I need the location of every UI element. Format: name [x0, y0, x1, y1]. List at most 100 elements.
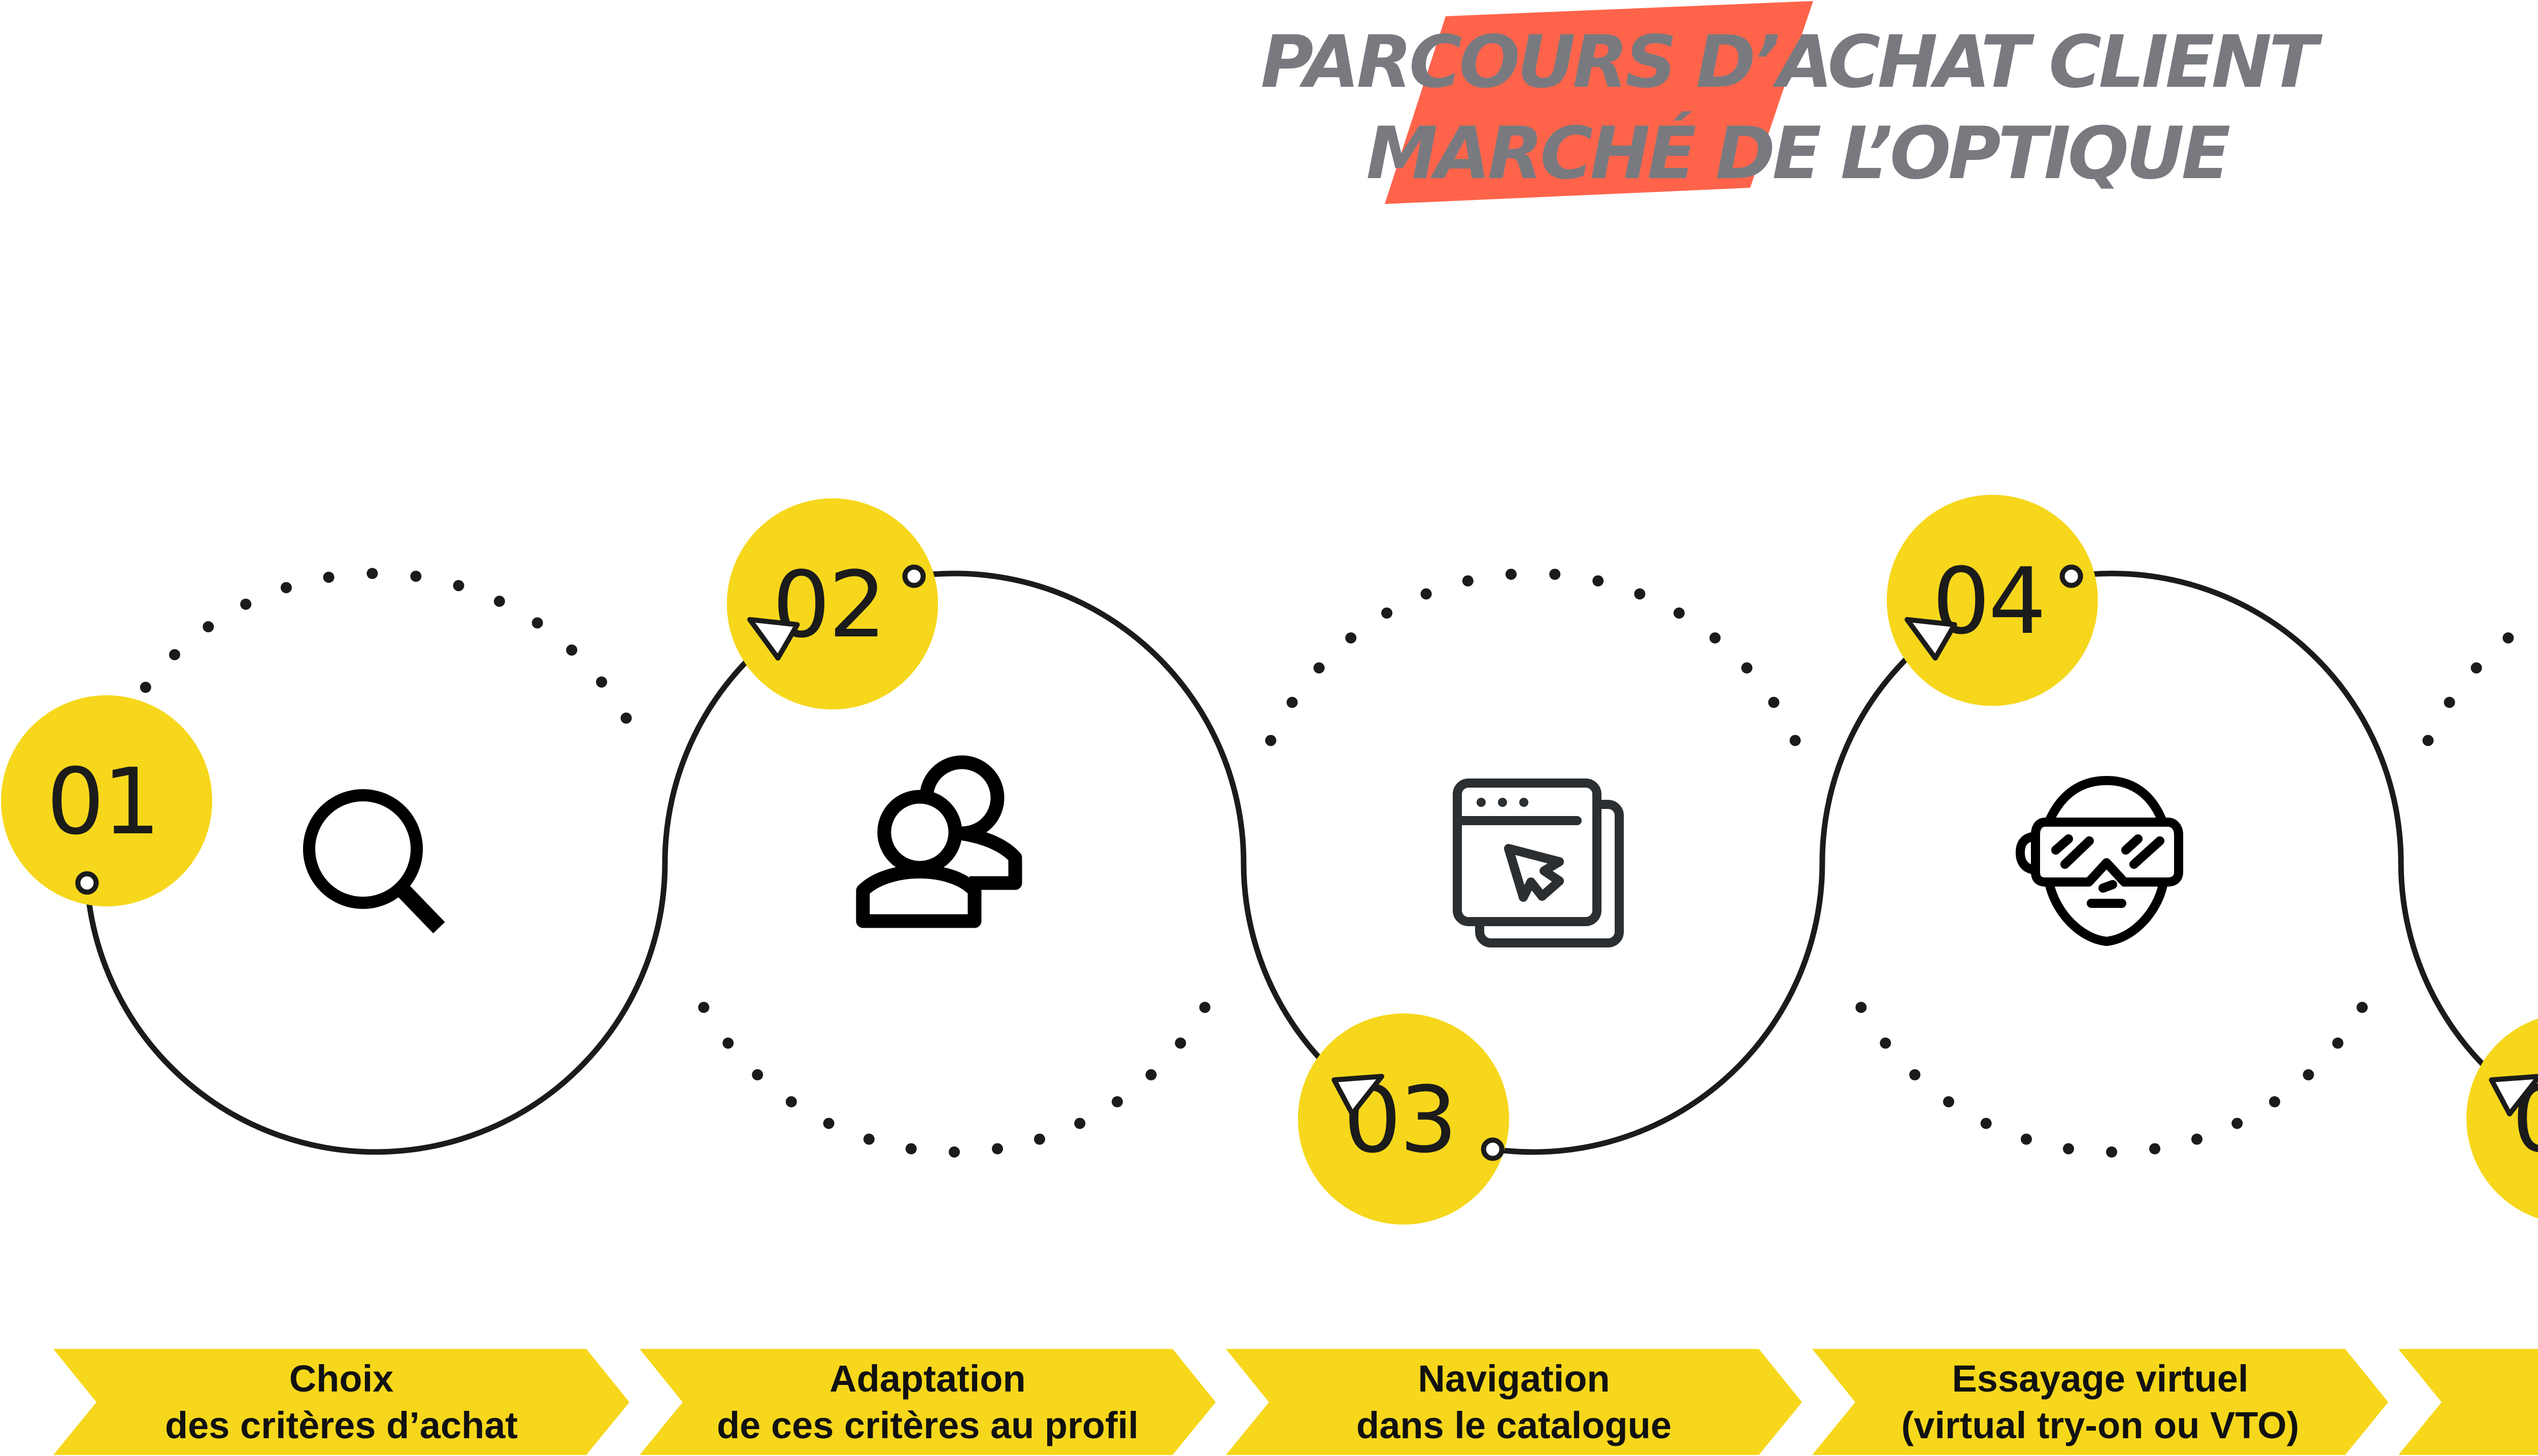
title-line-2: MARCHÉ DE L’OPTIQUE [1366, 112, 2231, 195]
step-badge-circle [1298, 1013, 1509, 1225]
step-label-line1: Choix [289, 1357, 394, 1400]
step-number: 04 [1932, 549, 2044, 655]
connector-dot [75, 871, 99, 895]
step-chevron [53, 1349, 629, 1455]
dotted-arc-dot [1943, 1096, 1954, 1107]
dotted-arc-dot [2444, 697, 2455, 708]
dotted-arc-dot [2231, 1118, 2243, 1129]
arrowhead-icon [1331, 1074, 1385, 1116]
dotted-arc-dot [2106, 1146, 2117, 1158]
journey-path-segment [913, 570, 1247, 863]
step-chevron [1812, 1349, 2388, 1455]
step-icons [303, 755, 2183, 947]
dotted-arc-dot [169, 649, 180, 660]
search-icon [303, 789, 445, 934]
step-label-chevrons [53, 1349, 2538, 1455]
dotted-arc-dot [1634, 588, 1646, 600]
dotted-arc-dot [949, 1146, 960, 1158]
dotted-arc-dot [1034, 1133, 1045, 1145]
dotted-arc-dot [2332, 1037, 2344, 1049]
dotted-arc-dot [1313, 662, 1325, 674]
dotted-arc-dot [596, 676, 608, 688]
arrowhead-shape [1331, 1074, 1385, 1116]
step-chevron [640, 1349, 1216, 1455]
dotted-arc-dot [410, 570, 422, 582]
arrowhead-icon [747, 617, 800, 661]
dotted-arc-dot [1112, 1096, 1123, 1107]
dotted-arc-dot [992, 1143, 1003, 1155]
step-label-line1: Navigation [1418, 1357, 1610, 1400]
dotted-arc-dot [1381, 607, 1393, 619]
journey-path-segment [2071, 570, 2404, 863]
dotted-arc-dot [566, 644, 578, 656]
dotted-arc-dot [453, 580, 464, 591]
journey-path-segment [84, 862, 668, 1155]
dotted-arc-dot [1980, 1118, 1992, 1129]
dotted-arc-dot [366, 568, 378, 579]
step-badge: 01 [1, 695, 212, 906]
step-badge: 03 [1298, 1013, 1509, 1225]
title-line-1: PARCOURS D’ACHAT CLIENT [1260, 20, 2318, 104]
dotted-arc-dot [1741, 662, 1753, 674]
dotted-arc-dot [752, 1069, 763, 1080]
dotted-arc-dot [2191, 1133, 2202, 1145]
arrowhead-shape [2489, 1074, 2538, 1116]
dotted-arc-dot [1709, 632, 1721, 644]
dotted-arc-dot [2502, 632, 2514, 644]
arrowhead-shape [1905, 617, 1957, 661]
connector-dot [902, 564, 926, 588]
dotted-arc-dot [2356, 1002, 2368, 1013]
users-icon [856, 755, 1022, 928]
dotted-arc-dot [1074, 1118, 1086, 1129]
dotted-arc-dot [823, 1118, 834, 1129]
arrowhead-shape [747, 617, 800, 661]
step-label: Essayage virtuel(virtual try-on ou VTO) [1855, 1349, 2345, 1455]
dotted-arc-dot [1199, 1002, 1211, 1013]
title-banner [1385, 1, 1813, 204]
dotted-arc-dot [1175, 1037, 1186, 1049]
dotted-arc-dot [1592, 575, 1604, 587]
dotted-arc-dot [1855, 1002, 1867, 1013]
connector-dot [1481, 1137, 1505, 1161]
dotted-arc-dot [1880, 1037, 1891, 1049]
dotted-arc-dot [1286, 697, 1298, 708]
dotted-arc-dot [2470, 662, 2482, 674]
step-label-line2: dans le catalogue [1356, 1404, 1672, 1446]
dotted-arc-dot [906, 1143, 917, 1155]
dotted-arcs [98, 568, 2514, 1158]
dotted-arc-dot [493, 595, 505, 607]
dotted-arc-dot [698, 1002, 710, 1013]
dotted-arc-dot [2149, 1143, 2160, 1155]
step-badge: 02 [727, 498, 938, 709]
dotted-arc-dot [2269, 1096, 2281, 1107]
dotted-arc-dot [531, 617, 543, 629]
dotted-arc-dot [1768, 697, 1780, 708]
dotted-arc-dot [2302, 1069, 2314, 1080]
dotted-arc-dot [1789, 735, 1801, 747]
step-label-line2: (virtual try-on ou VTO) [1901, 1404, 2299, 1446]
arrowhead-icon [2489, 1074, 2538, 1116]
journey-path [84, 570, 2514, 1155]
step-number: 01 [46, 749, 158, 855]
arrowhead-icon [1905, 617, 1957, 661]
step-label-line2: des critères d’achat [164, 1404, 518, 1446]
browser-cursor-icon [1453, 778, 1624, 947]
dotted-arc-dot [323, 571, 335, 583]
step-badge: 04 [1887, 495, 2098, 706]
dotted-arc-dot [1145, 1069, 1157, 1080]
dotted-arc-dot [2063, 1143, 2074, 1155]
dotted-arc-dot [1673, 607, 1685, 619]
step-label-line2: de ces critères au profil [717, 1404, 1139, 1446]
title-banner-shape [1385, 1, 1813, 204]
step-chevron [1226, 1349, 1802, 1455]
dotted-arc-dot [1265, 735, 1277, 747]
connector-dot [2059, 564, 2083, 588]
dotted-arc-dot [1549, 568, 1561, 580]
step-badge: 05 [2466, 1019, 2538, 1218]
dotted-arc-dot [1505, 568, 1517, 580]
dotted-arc-dot [722, 1037, 734, 1049]
